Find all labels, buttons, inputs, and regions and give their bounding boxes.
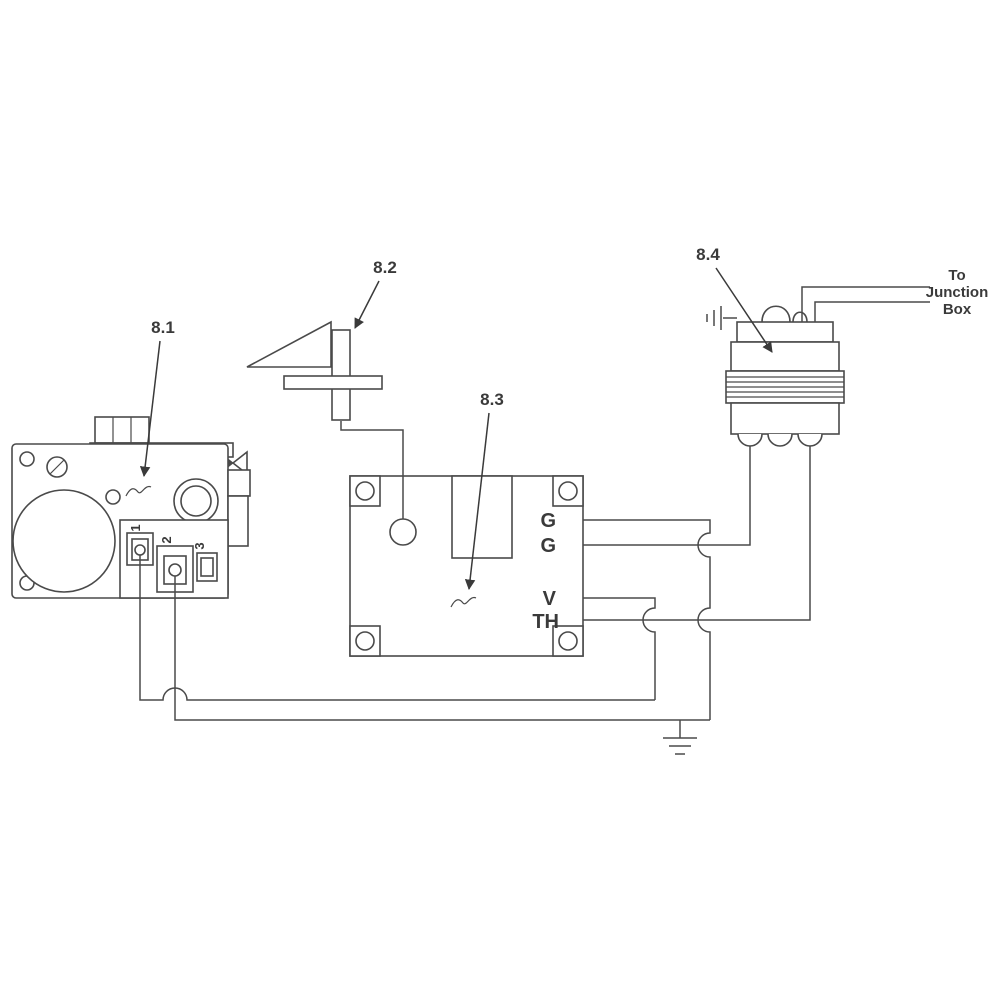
callouts: 8.1 8.2 8.3 8.4 bbox=[125, 245, 773, 608]
transformer-lug bbox=[797, 433, 823, 447]
module-terminal-v-label: V bbox=[543, 588, 557, 610]
valve-top-cap bbox=[94, 416, 150, 444]
squiggle-mark bbox=[450, 596, 477, 608]
wire-v-to-valve-terminal-1 bbox=[583, 597, 656, 700]
callout-arrow-8-1 bbox=[139, 340, 161, 478]
wire-g2-to-transformer bbox=[583, 446, 751, 546]
transformer-upper-body bbox=[730, 341, 840, 372]
terminal-2-screw bbox=[168, 563, 182, 577]
squiggle-mark bbox=[125, 485, 152, 497]
igniter-electrode bbox=[246, 320, 383, 421]
terminal-3-inner bbox=[200, 557, 214, 577]
module-mount-hole bbox=[355, 481, 375, 501]
wire-valve-terminal-2 bbox=[174, 576, 710, 721]
electrode-mount-plate bbox=[283, 375, 383, 390]
wire-igniter-to-module bbox=[340, 421, 404, 519]
wire-g1-to-ground-bus bbox=[583, 519, 711, 720]
callout-label-8-1: 8.1 bbox=[151, 318, 175, 337]
junction-box-note: To Junction Box bbox=[926, 267, 989, 318]
ground-symbol-bottom bbox=[663, 720, 697, 755]
junction-note-line-2: Junction bbox=[926, 284, 989, 301]
wire-transformer-lead-lower bbox=[814, 301, 930, 322]
gas-valve: 1 2 3 bbox=[11, 416, 251, 599]
wire-valve-terminal-1 bbox=[139, 555, 655, 701]
valve-right-fitting-upper bbox=[227, 469, 251, 497]
module-terminal-g2-label: G bbox=[540, 535, 556, 557]
valve-terminal-3-label: 3 bbox=[192, 542, 207, 549]
callout-arrow-8-2 bbox=[354, 280, 380, 329]
junction-note-line-3: Box bbox=[943, 301, 972, 318]
callout-label-8-3: 8.3 bbox=[480, 390, 504, 409]
callout-label-8-4: 8.4 bbox=[696, 245, 720, 264]
ignition-control-module: G G V TH bbox=[349, 475, 584, 657]
wiring bbox=[139, 286, 930, 755]
valve-terminal-1-label: 1 bbox=[128, 524, 143, 531]
module-mount-hole bbox=[355, 631, 375, 651]
terminal-1-screw bbox=[134, 544, 146, 556]
transformer-lug bbox=[767, 433, 793, 447]
callout-arrow-8-3 bbox=[464, 412, 490, 591]
module-terminal-g1-label: G bbox=[540, 510, 556, 532]
valve-knob bbox=[12, 489, 116, 593]
electrode-rod bbox=[331, 329, 351, 421]
module-mount-hole bbox=[558, 481, 578, 501]
valve-screw-hole bbox=[19, 451, 35, 467]
valve-right-fitting-lower bbox=[227, 495, 249, 547]
valve-terminal-2-label: 2 bbox=[159, 536, 174, 543]
screw-slot bbox=[49, 459, 65, 475]
valve-pilot-port bbox=[105, 489, 121, 505]
junction-note-line-1: To bbox=[948, 267, 965, 284]
module-top-slot bbox=[451, 475, 513, 559]
callout-label-8-2: 8.2 bbox=[373, 258, 397, 277]
transformer-cap bbox=[736, 321, 834, 343]
ground-symbol-transformer bbox=[706, 306, 737, 330]
callout-arrow-8-4 bbox=[715, 267, 773, 353]
transformer-lower-body bbox=[730, 402, 840, 435]
transformer-small-dome bbox=[792, 311, 808, 323]
module-mount-hole bbox=[558, 631, 578, 651]
electrode-bracket bbox=[246, 320, 332, 368]
transformer-lug bbox=[737, 433, 763, 447]
valve-bowtie-right bbox=[231, 450, 248, 476]
valve-dial-inner bbox=[180, 485, 212, 517]
wire-transformer-lead-upper bbox=[801, 286, 930, 322]
transformer bbox=[725, 305, 845, 447]
wire-th-to-transformer bbox=[583, 446, 811, 621]
spark-terminal bbox=[389, 518, 417, 546]
module-terminal-th-label: TH bbox=[532, 611, 559, 633]
transformer-dome bbox=[761, 305, 791, 323]
